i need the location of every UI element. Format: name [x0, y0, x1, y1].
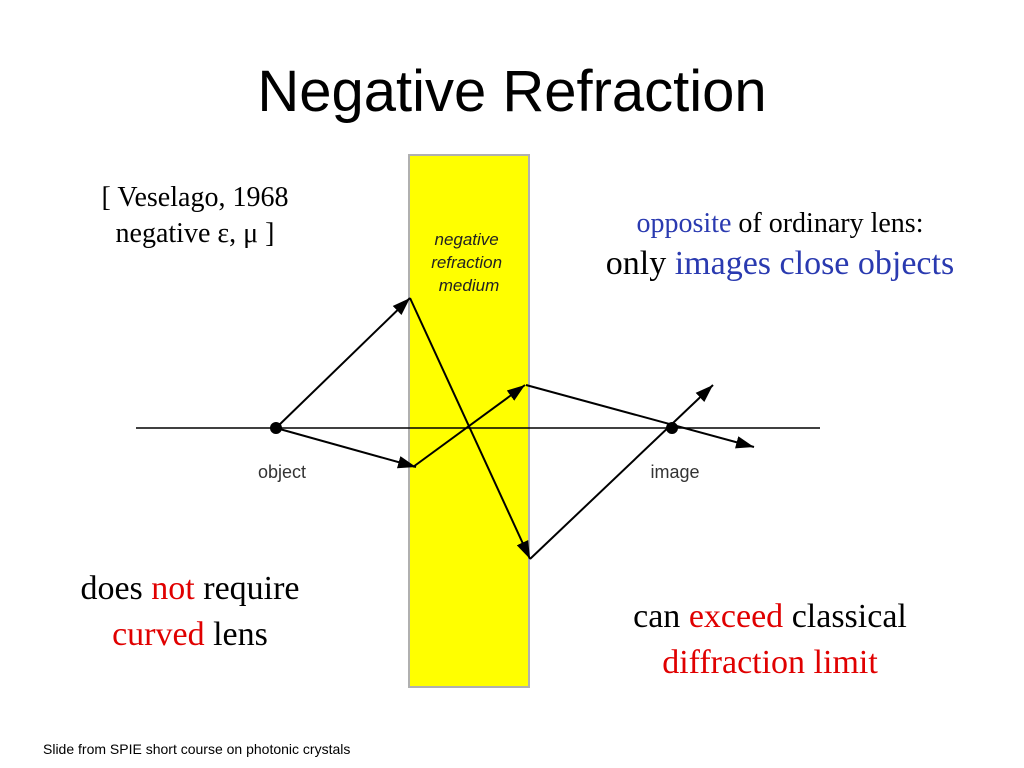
ray-exit-lower: [529, 384, 714, 560]
reference-line2: negative ε, μ ]: [115, 218, 275, 249]
veselago-reference: [ Veselago, 1968 negative ε, μ ]: [70, 180, 320, 252]
curved-lens-line2: curved lens: [40, 612, 340, 658]
object-label: object: [258, 462, 306, 482]
medium-label-line2: refraction: [431, 253, 502, 272]
classical-text: classical: [783, 598, 907, 635]
opposite-lens-note: opposite of ordinary lens: only images c…: [560, 206, 1000, 286]
ray-inside-up: [412, 384, 526, 468]
image-label: image: [650, 462, 699, 482]
ray-inside-down: [409, 297, 531, 560]
slide-title: Negative Refraction: [257, 59, 767, 124]
negative-refraction-medium-slab: [408, 154, 530, 688]
opposite-lens-line1: opposite of ordinary lens:: [560, 206, 1000, 242]
diffraction-limit-note: can exceed classical diffraction limit: [560, 594, 980, 686]
source-footer: Slide from SPIE short course on photonic…: [43, 741, 351, 757]
medium-label-line3: medium: [439, 276, 499, 295]
medium-label-line1: negative: [434, 230, 498, 249]
curved-lens-line1: does not require: [40, 566, 340, 612]
opposite-lens-line2: only images close objects: [560, 242, 1000, 286]
diffraction-limit-emphasis: diffraction limit: [662, 644, 878, 681]
ray-upper-incoming: [275, 297, 411, 429]
object-point: [270, 422, 282, 434]
exceed-emphasis: exceed: [688, 598, 784, 635]
opposite-emphasis: opposite: [636, 208, 732, 239]
can-text: can: [633, 598, 689, 635]
reference-line1: [ Veselago, 1968: [101, 182, 289, 213]
ray-lower-incoming: [275, 427, 417, 469]
curved-emphasis: curved: [112, 616, 205, 653]
diffraction-line1: can exceed classical: [560, 594, 980, 640]
medium-label: negative refraction medium: [431, 230, 507, 295]
lens-text: lens: [204, 616, 268, 653]
does-text: does: [80, 570, 152, 607]
not-emphasis: not: [151, 570, 195, 607]
opposite-rest: of ordinary lens:: [731, 208, 924, 239]
image-point: [666, 422, 678, 434]
require-text: require: [194, 570, 300, 607]
curved-lens-note: does not require curved lens: [40, 566, 340, 658]
images-close-objects-emphasis: images close objects: [674, 245, 955, 282]
ray-exit-upper: [525, 384, 755, 449]
only-text: only: [605, 245, 675, 282]
